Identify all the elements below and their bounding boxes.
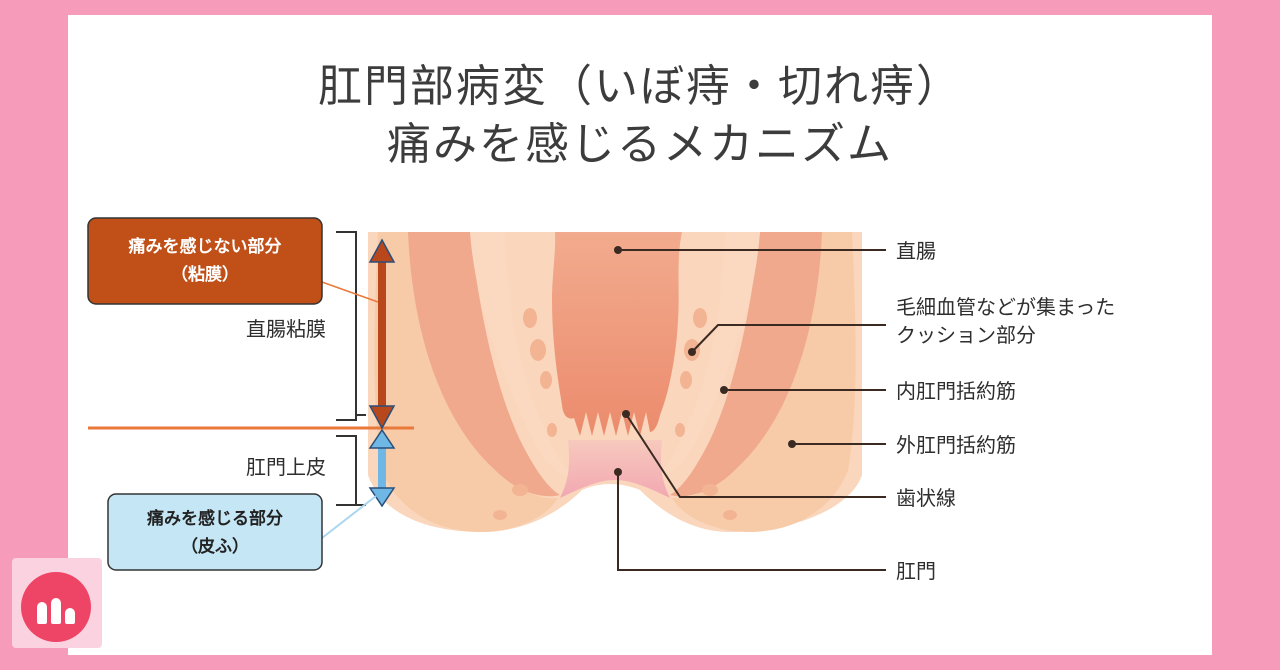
family-figure-icon: [65, 608, 75, 624]
mucosa-bracket: [336, 231, 366, 421]
logo-circle: [21, 572, 91, 642]
anal-epithelium-label: 肛門上皮: [246, 455, 326, 479]
family-figure-icon: [51, 598, 61, 624]
internal-sphincter-label: 内肛門括約筋: [896, 379, 1016, 403]
submucosa-left: [470, 232, 575, 478]
pain-box-line1: 痛みを感じる部分: [147, 508, 283, 529]
title-line-1: 肛門部病変（いぼ痔・切れ痔）: [318, 61, 962, 112]
internal-sphincter-left: [408, 232, 560, 497]
title-line-2: 痛みを感じるメカニズム: [387, 119, 893, 170]
pain-box: [107, 493, 323, 571]
rectum-label: 直腸: [896, 239, 936, 263]
anus-label: 肛門: [896, 559, 936, 583]
no-pain-box-line1: 痛みを感じない部分: [129, 236, 282, 257]
pointer-lines: [617, 249, 886, 571]
pointer-dots: [614, 246, 796, 476]
rectal-mucosa-label: 直腸粘膜: [246, 317, 326, 341]
pain-box-line2: （皮ふ）: [181, 536, 249, 557]
submucosa-right: [655, 232, 760, 478]
cushion-label-line2: クッション部分: [896, 323, 1036, 347]
dentate-line-label: 歯状線: [896, 486, 956, 510]
no-pain-box: [87, 217, 323, 305]
family-figure-icon: [37, 602, 47, 624]
anal-canal: [560, 440, 670, 498]
no-pain-box-line2: （粘膜）: [171, 264, 239, 285]
no-pain-connector: [321, 281, 379, 303]
pain-connector: [321, 495, 377, 539]
cushion-label-line1: 毛細血管などが集まった: [896, 295, 1115, 319]
external-sphincter-label: 外肛門括約筋: [896, 433, 1016, 457]
mucosa-arrow: [368, 238, 396, 430]
skin-bracket: [336, 435, 366, 506]
vascular-cushions: [493, 308, 737, 520]
internal-sphincter-right: [670, 232, 822, 497]
site-logo: [12, 558, 102, 648]
rectal-lumen: [552, 232, 682, 436]
